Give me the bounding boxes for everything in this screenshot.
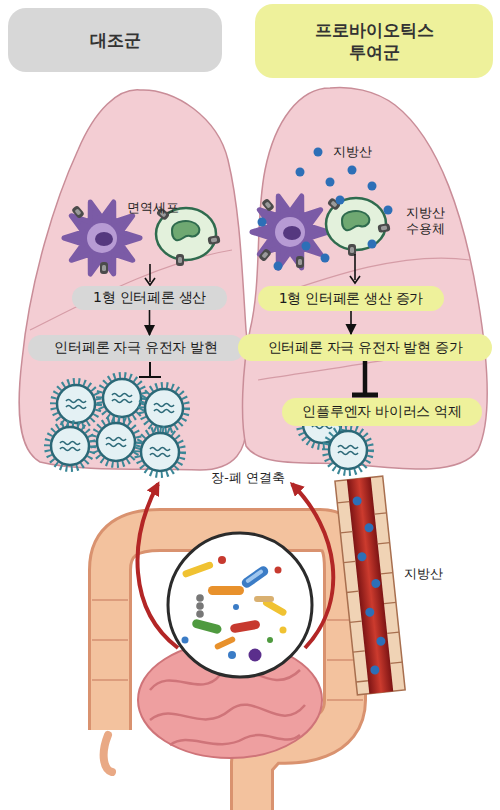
receptor [258,248,272,262]
blood-vessel [335,476,405,695]
lung-fissure [258,258,484,380]
virus [99,375,145,421]
receptor [207,235,220,245]
right-lung [243,88,488,470]
receptor [71,205,85,219]
label-text: 지방산 [333,144,393,160]
node-text: 대조군 [90,29,141,51]
gut-lung-arrow [138,484,178,648]
intestine-loops [150,668,305,745]
virus [93,419,139,465]
receptor [261,198,275,212]
virus [53,381,99,427]
node-text: 인터페론 자극 유전자 발현 증가 [268,339,463,357]
inhibition-symbol [139,362,161,377]
receptor [100,262,108,274]
label-text: 면역세포 [118,200,188,216]
arrow-line [149,264,151,282]
arrow-line [354,254,356,280]
colon-outline [110,530,345,810]
dendritic-cell [252,196,328,268]
process-box: 1형 인터페론 생산 [72,286,227,310]
process-box: 인터페론 자극 유전자 발현 [28,335,244,361]
appendix [104,735,112,772]
label-text: 지방산 수용체 [398,205,452,238]
virus [325,427,371,473]
immune-cell [326,198,386,250]
node-text: 인터페론 자극 유전자 발현 [54,339,217,357]
label-text: 장-폐 연결축 [198,470,298,486]
inhibition-connector [363,361,368,395]
connector-group [352,361,378,395]
connector-group [351,311,352,334]
arrow-connector [350,311,352,334]
colon [110,530,345,810]
node-text: 인플루엔자 바이러스 억제 [302,403,461,421]
node-text: 프로바이오틱스 투여군 [304,19,444,63]
node-text: 1형 인터페론 생산 증가 [279,290,423,308]
header-box: 프로바이오틱스 투여군 [255,4,493,78]
process-box: 1형 인터페론 생산 증가 [258,286,444,311]
inhibition-bar [352,393,378,398]
fatty-acid-dots [258,148,393,271]
node-text: 1형 인터페론 생산 [93,289,206,307]
left-lung [19,90,247,470]
virus [137,429,183,475]
header-box: 대조군 [8,8,222,72]
arrow-connector [149,310,151,335]
process-box: 인플루엔자 바이러스 억제 [282,398,482,426]
arrow-head [145,278,155,285]
receptor [176,254,184,266]
virus [47,423,93,469]
receptor [296,256,304,268]
process-box: 인터페론 자극 유전자 발현 증가 [238,334,492,361]
bacteria [182,556,288,662]
virus [141,385,187,431]
gut-lung-arrow [292,484,333,648]
arrow-head [350,276,360,283]
immune-cell [156,208,216,260]
connector-group [149,310,150,335]
label-text: 지방산 [404,566,464,582]
receptor [377,223,390,233]
microbiota-circle [168,533,312,677]
